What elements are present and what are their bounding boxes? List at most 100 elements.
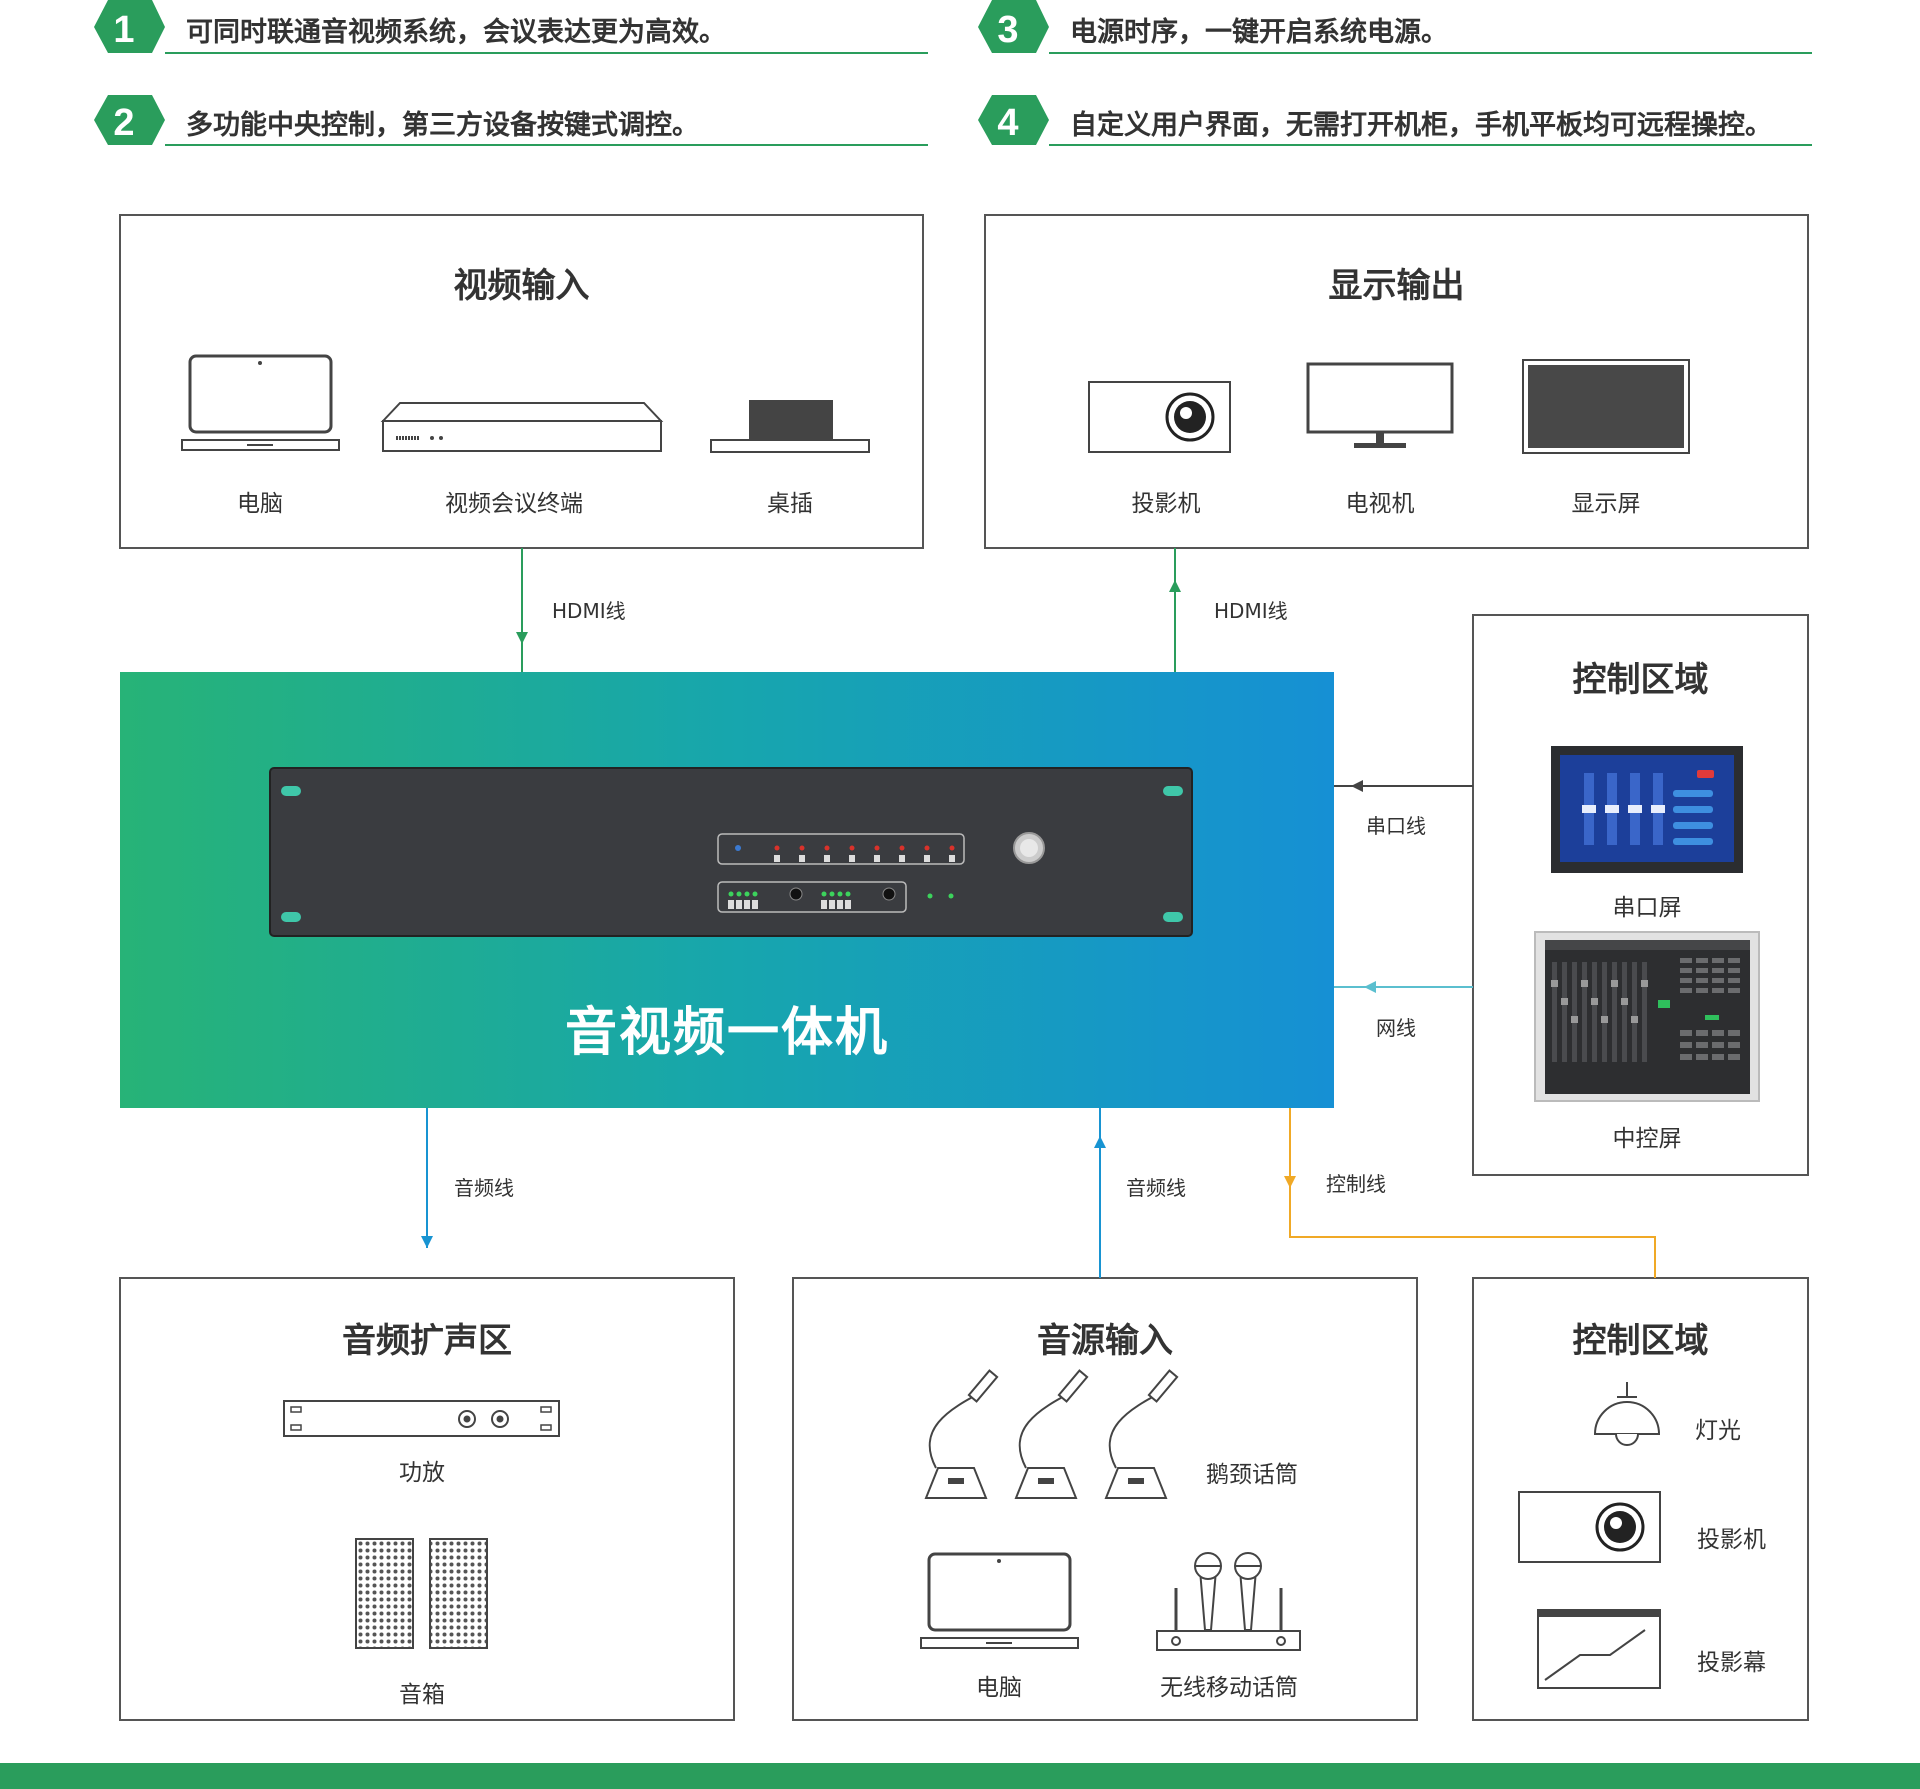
fader-knob xyxy=(1601,1016,1608,1023)
label-computer-2: 电脑 xyxy=(976,1675,1022,1701)
green-led xyxy=(845,891,851,897)
label-amplifier: 功放 xyxy=(399,1460,445,1486)
switch-key xyxy=(837,900,843,909)
fader-knob xyxy=(1551,980,1558,987)
label-control: 控制线 xyxy=(1326,1172,1386,1196)
red-led xyxy=(774,845,780,851)
green-led xyxy=(948,893,954,899)
switch-key xyxy=(924,855,930,862)
switch-key xyxy=(949,855,955,862)
feature-2-text: 多功能中央控制，第三方设备按键式调控。 xyxy=(186,110,699,141)
green-led xyxy=(728,891,734,897)
switch-key xyxy=(845,900,851,909)
mic-button xyxy=(948,1478,964,1484)
rack-led-indicators xyxy=(728,845,955,909)
green-led xyxy=(736,891,742,897)
grid-key xyxy=(1728,1030,1740,1036)
light-icon xyxy=(1593,1382,1661,1446)
switch-key xyxy=(821,900,827,909)
label-computer: 电脑 xyxy=(237,491,283,517)
switch-key xyxy=(752,900,758,909)
fader-knob xyxy=(1591,998,1598,1005)
grid-key xyxy=(1696,968,1708,973)
control-top-box xyxy=(1472,614,1809,1176)
projection-screen-icon xyxy=(1537,1609,1661,1689)
slider-knob xyxy=(1651,805,1665,813)
ui-button xyxy=(1673,822,1713,829)
red-led xyxy=(799,845,805,851)
switch-key xyxy=(824,855,830,862)
tv-icon xyxy=(1306,362,1454,448)
control-bottom-box xyxy=(1472,1277,1809,1721)
central-screen-faders xyxy=(1551,958,1740,1062)
laptop-icon xyxy=(181,354,340,451)
red-led xyxy=(899,845,905,851)
network-arrow xyxy=(1364,981,1376,993)
label-video-terminal: 视频会议终端 xyxy=(445,491,583,517)
serial-screen-icon xyxy=(1551,746,1743,873)
grid-key xyxy=(1712,988,1724,993)
fader-track xyxy=(1592,962,1597,1062)
red-led xyxy=(949,845,955,851)
green-led xyxy=(927,893,933,899)
grid-key xyxy=(1680,958,1692,963)
wireless-microphone-icon xyxy=(1156,1552,1301,1651)
gooseneck-microphone-icon xyxy=(924,1369,1179,1499)
slider-knob xyxy=(1628,805,1642,813)
fader-track xyxy=(1552,962,1557,1062)
grid-key xyxy=(1680,978,1692,983)
control-top-title: 控制区域 xyxy=(1572,660,1709,700)
feature-3-badge xyxy=(978,0,1812,54)
feature-4-number: 4 xyxy=(997,102,1018,144)
green-led xyxy=(752,891,758,897)
feature-3-text: 电源时序，一键开启系统电源。 xyxy=(1070,17,1448,48)
switch-key xyxy=(899,855,905,862)
projector-icon-2 xyxy=(1518,1491,1661,1563)
feature-1-text: 可同时联通音视频系统，会议表达更为高效。 xyxy=(186,17,726,48)
grid-key xyxy=(1680,988,1692,993)
label-desk-socket: 桌插 xyxy=(767,491,813,517)
red-led xyxy=(874,845,880,851)
label-hdmi-out: HDMI线 xyxy=(1214,599,1288,623)
footer-bar xyxy=(0,1763,1920,1789)
label-speaker: 音箱 xyxy=(399,1682,445,1708)
serial-arrow xyxy=(1351,780,1363,792)
switch-key xyxy=(874,855,880,862)
grid-key xyxy=(1696,958,1708,963)
feature-2-badge xyxy=(94,95,928,146)
label-light: 灯光 xyxy=(1695,1418,1741,1444)
label-projector-2: 投影机 xyxy=(1697,1527,1766,1553)
display-output-box xyxy=(984,214,1809,549)
fader-knob xyxy=(1571,1016,1578,1023)
grid-key xyxy=(1712,968,1724,973)
label-central-screen: 中控屏 xyxy=(1612,1126,1682,1152)
audio-source-title: 音源输入 xyxy=(1037,1321,1173,1361)
mic-head xyxy=(1057,1369,1089,1403)
mic-head xyxy=(967,1369,999,1403)
video-input-title: 视频输入 xyxy=(453,266,590,306)
grid-key xyxy=(1680,1054,1692,1060)
red-led xyxy=(849,845,855,851)
fader-track xyxy=(1622,962,1627,1062)
serial-screen-sliders xyxy=(1582,770,1714,845)
fader-knob xyxy=(1631,1016,1638,1023)
grid-key xyxy=(1680,968,1692,973)
slider-knob xyxy=(1605,805,1619,813)
grid-key xyxy=(1696,988,1708,993)
label-serial-screen: 串口屏 xyxy=(1612,895,1682,921)
ui-button xyxy=(1673,790,1713,797)
display-screen-icon xyxy=(1522,359,1690,454)
red-led xyxy=(924,845,930,851)
desk-socket-icon xyxy=(710,400,870,453)
fader-track xyxy=(1642,962,1647,1062)
audio-amp-title: 音频扩声区 xyxy=(342,1321,512,1361)
video-conference-terminal-icon xyxy=(380,402,664,452)
switch-key xyxy=(736,900,742,909)
control-bottom-title: 控制区域 xyxy=(1572,1321,1709,1361)
feature-3-number: 3 xyxy=(997,9,1018,51)
label-serial: 串口线 xyxy=(1366,814,1426,838)
port xyxy=(882,887,896,901)
switch-key xyxy=(799,855,805,862)
grid-key xyxy=(1696,978,1708,983)
